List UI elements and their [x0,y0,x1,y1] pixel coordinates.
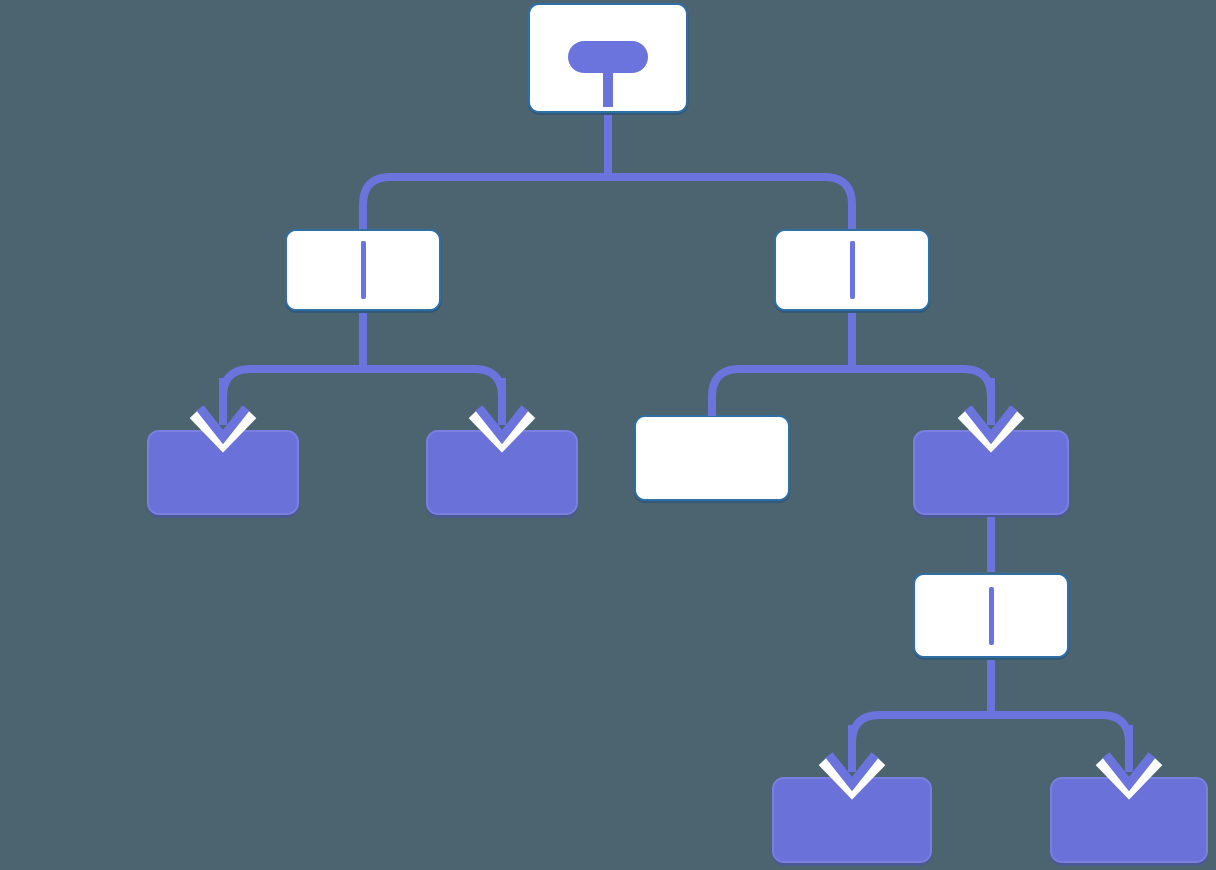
node-child-plain[interactable] [634,415,790,501]
pill-stem [603,71,613,107]
node-leaf-bottom-2[interactable] [1050,777,1208,863]
node-gateway-bottom[interactable] [913,573,1069,658]
start-pill-icon [568,41,648,107]
divider-line-icon [988,586,994,645]
node-leaf-bottom-1[interactable] [772,777,932,863]
node-start[interactable] [528,3,688,113]
node-gateway-left[interactable] [285,229,441,311]
node-gateway-right[interactable] [774,229,930,311]
node-leaf-right[interactable] [913,430,1069,515]
divider-line-icon [849,241,855,299]
divider-line-icon [360,241,366,299]
node-leaf-left-2[interactable] [426,430,578,515]
node-leaf-left-1[interactable] [147,430,299,515]
pill-shape [568,41,648,73]
